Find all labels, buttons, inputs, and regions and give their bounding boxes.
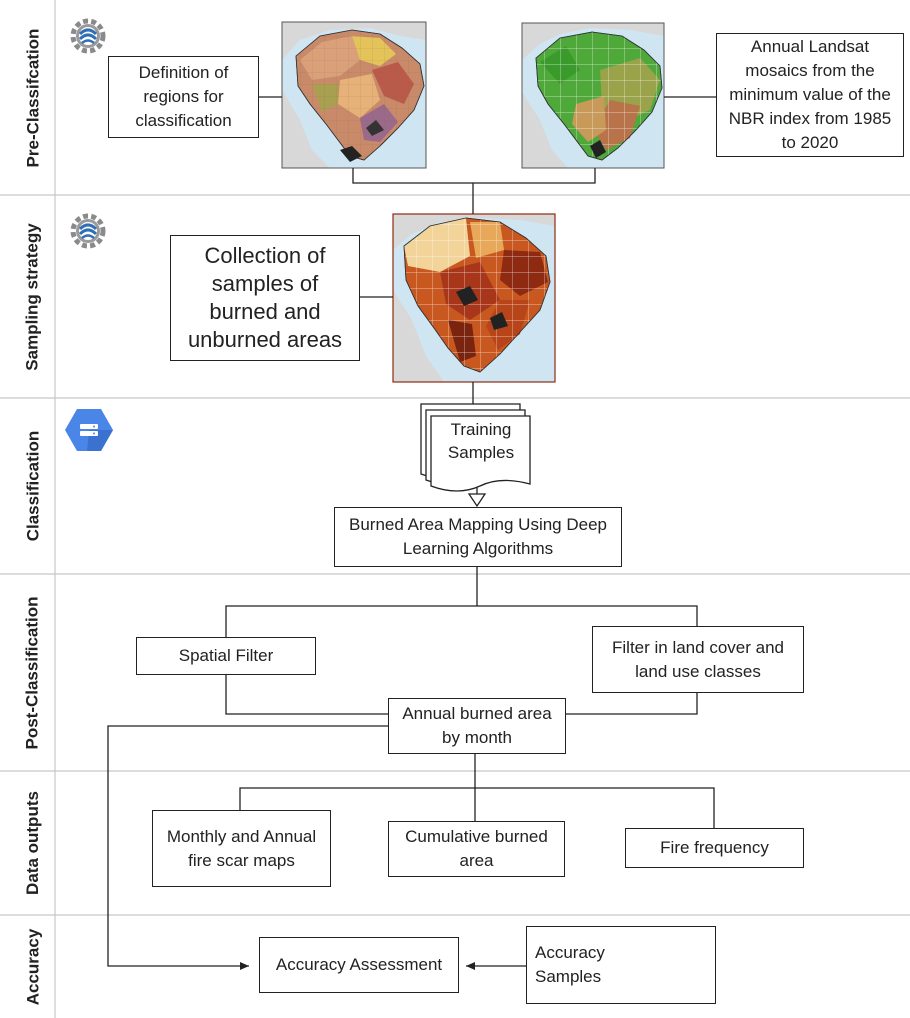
accuracy-assessment-box: Accuracy Assessment — [259, 937, 459, 993]
cloud-storage-hexagon-icon — [65, 409, 113, 451]
training-samples-document-icon — [420, 403, 531, 492]
regions-map-image — [281, 21, 427, 169]
deep-learning-mapping-box: Burned Area Mapping Using Deep Learning … — [334, 507, 622, 567]
training-samples-label: Training Samples — [447, 420, 515, 462]
fire-scar-maps-box: Monthly and Annual fire scar maps — [152, 810, 331, 887]
lane-label-sampling-strategy: Sampling strategy — [23, 222, 42, 371]
lane-label-data-outputs: Data outputs — [23, 791, 43, 895]
accuracy-samples-box: Accuracy Samples — [526, 926, 716, 1004]
land-cover-filter-box: Filter in land cover and land use classe… — [592, 626, 804, 693]
landsat-mosaic-map-image — [521, 22, 665, 169]
lane-label-pre-classification: Pre-Classifcation — [23, 28, 43, 167]
fire-frequency-box: Fire frequency — [625, 828, 804, 868]
spatial-filter-box: Spatial Filter — [136, 637, 316, 675]
earth-engine-gear-icon — [70, 213, 106, 249]
landsat-mosaics-box: Annual Landsat mosaics from the minimum … — [716, 33, 904, 157]
annual-burned-area-box: Annual burned area by month — [388, 698, 566, 754]
earth-engine-gear-icon — [70, 18, 106, 54]
samples-grid-map-image — [392, 213, 556, 383]
lane-label-accuracy: Accuracy — [23, 928, 42, 1005]
lane-label-post-classification: Post-Classification — [23, 595, 43, 750]
regions-definition-box: Definition of regions for classification — [108, 56, 259, 138]
cumulative-burned-area-box: Cumulative burned area — [388, 821, 565, 877]
samples-collection-box: Collection of samples of burned and unbu… — [170, 235, 360, 361]
lane-label-classification: Classification — [23, 430, 43, 542]
hollow-arrowhead — [467, 493, 487, 508]
